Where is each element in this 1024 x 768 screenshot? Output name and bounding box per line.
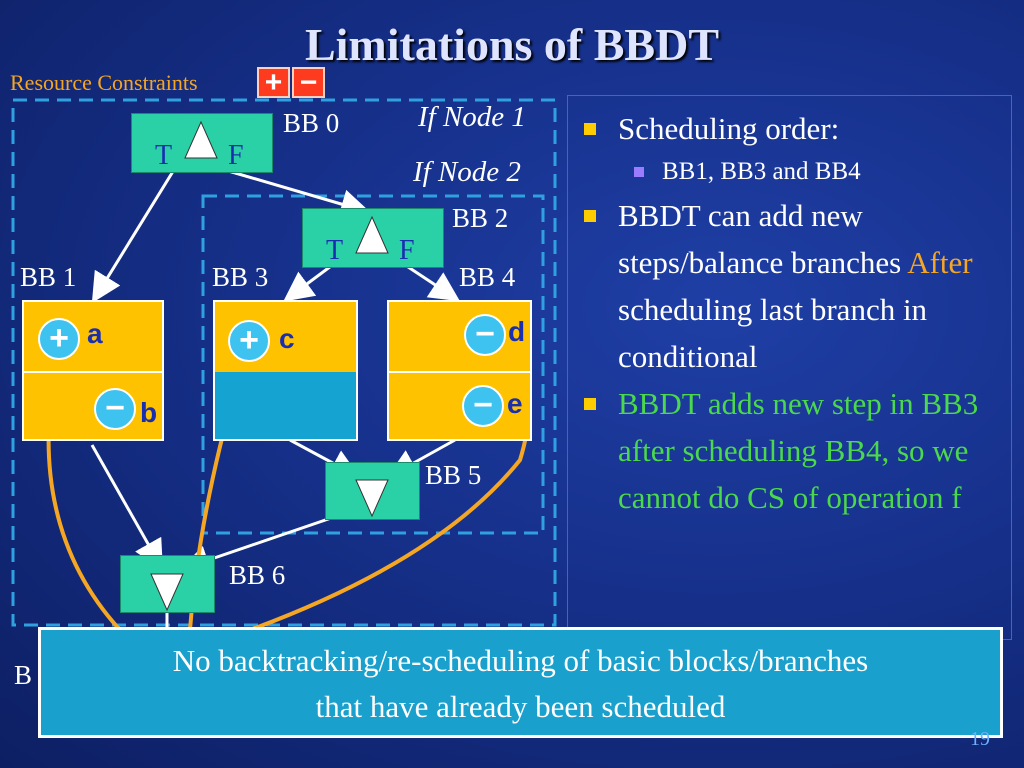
truncated-bb-label: B xyxy=(14,660,33,690)
resource-plus-button[interactable]: + xyxy=(257,67,290,98)
op-b-label: b xyxy=(140,397,158,428)
callout-banner: No backtracking/re-scheduling of basic b… xyxy=(38,627,1003,738)
bullet-bbdt-add-steps: BBDT can add new steps/balance branches … xyxy=(580,192,1010,380)
bb2-label: BB 2 xyxy=(452,203,509,233)
edge-bb0-bb2 xyxy=(224,168,371,219)
bb0-true-label: T xyxy=(155,140,173,171)
if-node-1-label: If Node 1 xyxy=(418,101,526,133)
slide-title: Limitations of BBDT xyxy=(304,19,720,70)
bullet-scheduling-order-sub: BB1, BB3 and BB4 xyxy=(580,152,1010,192)
bb1-label: BB 1 xyxy=(20,262,77,292)
bullet-bbdt-add-steps-pre: BBDT can add new steps/balance branches xyxy=(618,198,908,280)
outer-dashed-region xyxy=(11,98,557,627)
bullet-scheduling-order: Scheduling order: xyxy=(580,105,1010,152)
if-node-2-label: If Node 2 xyxy=(413,156,521,188)
page-number: 19 xyxy=(970,728,990,750)
op-b-sub-icon: − xyxy=(94,388,136,430)
bullet-list: Scheduling order: BB1, BB3 and BB4 BBDT … xyxy=(580,105,1010,521)
bullet-bbdt-add-steps-post: scheduling last branch in conditional xyxy=(618,292,928,374)
bb2-triangle-icon xyxy=(355,215,389,254)
bb3-label: BB 3 xyxy=(212,262,269,292)
bb2-false-label: F xyxy=(399,235,415,266)
op-c-add-icon: + xyxy=(228,320,270,362)
callout-line-1: No backtracking/re-scheduling of basic b… xyxy=(172,643,869,678)
op-c-label: c xyxy=(279,323,295,354)
op-a-add-icon: + xyxy=(38,318,80,360)
bb0-triangle-icon xyxy=(184,120,218,159)
resource-minus-button[interactable]: − xyxy=(292,67,325,98)
bb6-label: BB 6 xyxy=(229,560,286,590)
bb1-block xyxy=(22,300,164,441)
op-d-sub-icon: − xyxy=(464,314,506,356)
callout-line-2: that have already been scheduled xyxy=(315,689,726,724)
bb6-triangle-icon xyxy=(150,573,184,612)
op-e-sub-icon: − xyxy=(462,385,504,427)
inner-dashed-region xyxy=(201,194,545,535)
bb4-block xyxy=(387,300,532,441)
bb3-block xyxy=(213,300,358,441)
bb0-false-label: F xyxy=(228,140,244,171)
bb2-true-label: T xyxy=(326,235,344,266)
op-e-label: e xyxy=(507,388,523,419)
bb5-triangle-icon xyxy=(355,479,389,518)
bb0-label: BB 0 xyxy=(283,108,340,138)
op-a-label: a xyxy=(87,318,103,349)
bullet-after-emphasis: After xyxy=(907,245,973,280)
resource-constraints-label: Resource Constraints xyxy=(10,70,198,95)
bullet-bbdt-new-step: BBDT adds new step in BB3 after scheduli… xyxy=(580,380,1010,521)
op-d-label: d xyxy=(508,316,526,347)
edge-bb0-bb1 xyxy=(91,159,182,304)
edge-bb1-bb6 xyxy=(90,444,163,571)
bb4-label: BB 4 xyxy=(459,262,516,292)
bb5-label: BB 5 xyxy=(425,460,482,490)
